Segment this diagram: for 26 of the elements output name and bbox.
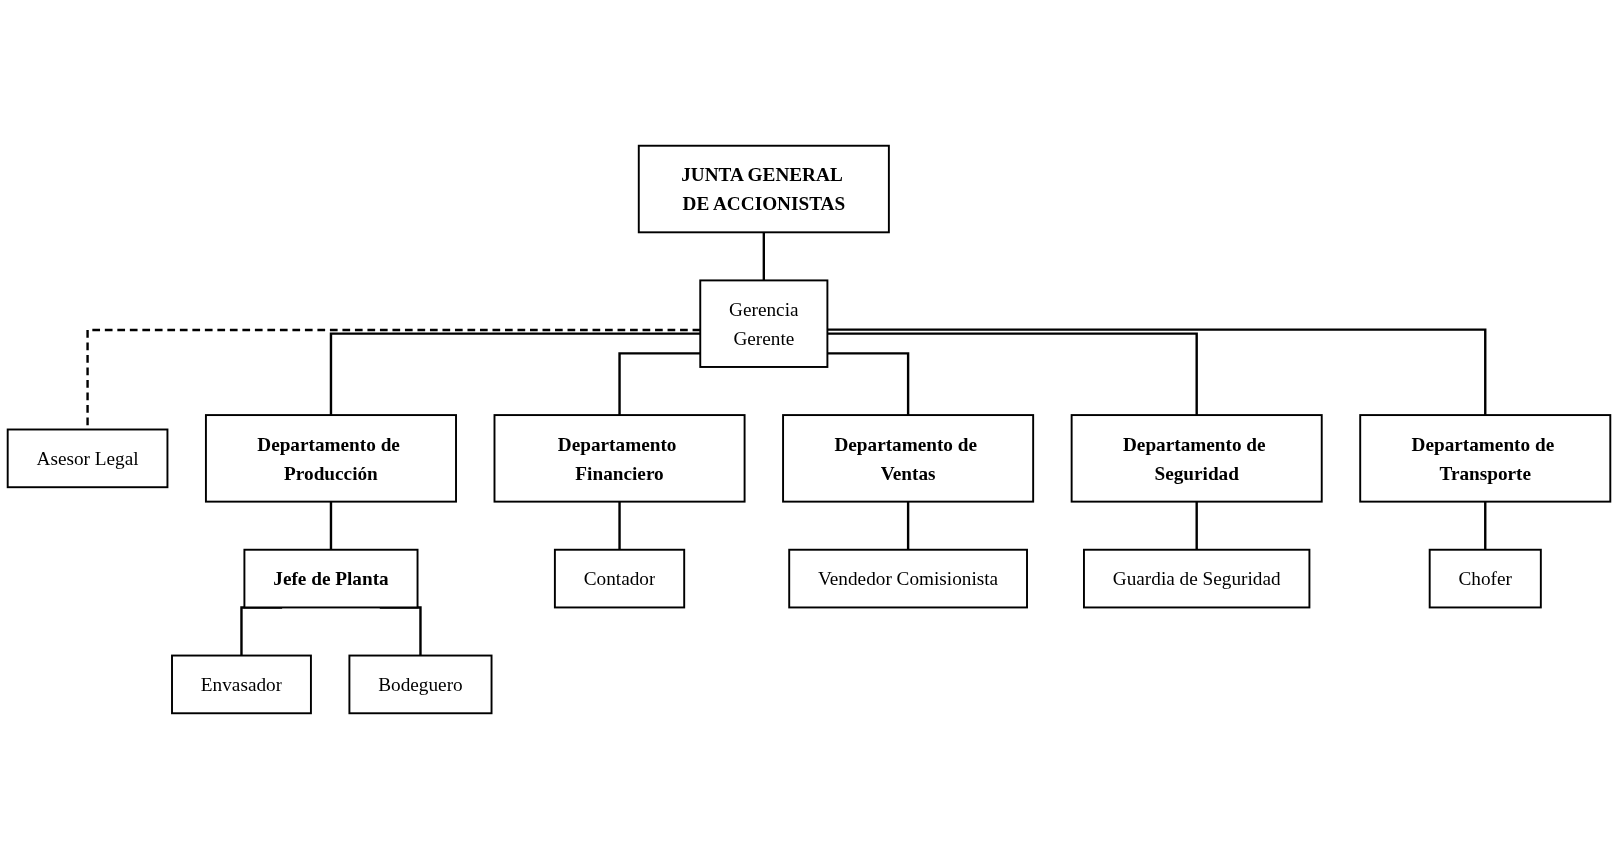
connector bbox=[329, 500, 333, 550]
node-box: Guardia de Seguridad bbox=[1083, 548, 1311, 609]
node-box: JUNTA GENERAL DE ACCIONISTAS bbox=[637, 144, 890, 234]
connector bbox=[1195, 500, 1198, 550]
node-box: Departamento de Producción bbox=[204, 414, 457, 503]
connector bbox=[618, 500, 621, 550]
node-box: Chofer bbox=[1428, 548, 1542, 609]
node-box: Bodeguero bbox=[348, 654, 493, 715]
connector bbox=[1484, 500, 1487, 550]
node-box: Asesor Legal bbox=[6, 428, 169, 489]
node-box: Departamento de Seguridad bbox=[1070, 414, 1323, 503]
connector bbox=[329, 332, 701, 416]
node-box: Departamento Financiero bbox=[493, 414, 746, 503]
connector bbox=[906, 500, 910, 550]
node-box: Departamento de Transporte bbox=[1359, 414, 1612, 503]
node-box: Contador bbox=[553, 548, 686, 609]
node-box: Departamento de Ventas bbox=[782, 414, 1035, 503]
connector bbox=[827, 328, 1487, 416]
connector bbox=[827, 352, 910, 416]
connector bbox=[762, 231, 766, 281]
connector bbox=[827, 332, 1198, 416]
connector bbox=[618, 352, 701, 416]
node-box: Envasador bbox=[171, 654, 312, 715]
node-box: Gerencia Gerente bbox=[699, 279, 829, 368]
node-box: Jefe de Planta bbox=[243, 548, 419, 609]
node-box: Vendedor Comisionista bbox=[788, 548, 1028, 609]
